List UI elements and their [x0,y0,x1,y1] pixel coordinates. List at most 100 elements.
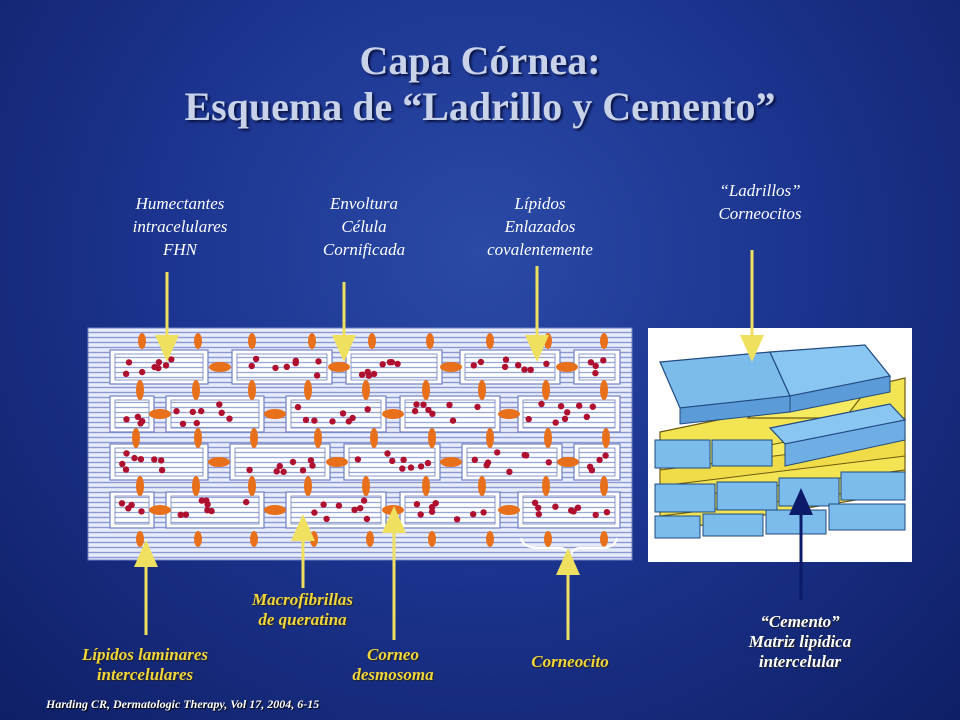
keratin-dot [389,457,396,465]
corneodesmosome [192,476,200,496]
keratin-dot [446,401,453,409]
label-humectantes: Humectantes intracelulares FHN [100,192,260,261]
label-lipidos-laminares: Lípidos laminares intercelulares [60,645,230,685]
keratin-dot [360,497,368,504]
keratin-dot [252,355,260,363]
keratin-dot [592,362,599,370]
label-lipidos-laminares-line2: intercelulares [96,665,194,684]
label-envoltura-line2: Célula [341,217,387,236]
keratin-dot [345,418,352,425]
label-macrofibrillas-line1: Macrofibrillas [251,590,354,609]
label-envoltura: Envoltura Célula Cornificada [294,192,434,261]
keratin-dot [568,507,575,514]
keratin-dot [158,466,166,474]
corneodesmosome [136,476,144,496]
corneodesmosome [250,428,258,448]
corneodesmosome [310,531,318,547]
keratin-dot [400,456,407,463]
corneodesmosome [422,476,430,496]
keratin-dot [313,372,321,379]
keratin-dot [589,403,596,410]
keratin-dot [123,416,130,423]
corneodesmosome [478,476,486,496]
keratin-dot [309,462,316,469]
keratin-dot [292,359,299,367]
corneodesmosome [328,362,350,372]
corneodesmosome [136,380,144,400]
keratin-dot [370,370,378,378]
label-lipidos-enlazados-line1: Lípidos [514,194,566,213]
corneodesmosome [382,409,404,419]
keratin-dot [276,462,283,470]
keratin-dot [552,503,559,510]
keratin-dot [417,511,424,518]
keratin-dot [307,457,315,464]
corneodesmosome [264,409,286,419]
corneodesmosome [264,505,286,515]
corneodesmosome [422,380,430,400]
keratin-dot [128,501,135,509]
keratin-dot [531,499,539,506]
keratin-dot [515,362,522,369]
keratin-dot [179,420,187,427]
keratin-dot [354,456,362,463]
corneodesmosome [368,333,376,349]
keratin-dot [198,407,205,415]
keratin-dot [545,459,552,466]
corneodesmosome [498,409,520,419]
corneodesmosome [362,476,370,496]
keratin-dot [155,359,163,366]
corneodesmosome [428,531,436,547]
keratin-dot [413,401,420,408]
keratin-dot [193,419,200,427]
keratin-fibrils [350,353,438,381]
corneodesmosome [440,457,462,467]
keratin-dot [335,502,343,509]
corneodesmosome [209,362,231,372]
corneodesmosome [382,505,404,515]
label-ladrillos-line1: “Ladrillos” [719,181,801,200]
corneodesmosome [544,333,552,349]
keratin-dot [538,400,545,408]
keratin-dot [289,458,297,466]
keratin-dot [399,465,406,472]
keratin-dot [226,415,233,422]
label-lipidos-laminares-line1: Lípidos laminares [81,645,209,664]
corneodesmosome [478,380,486,400]
keratin-dot [602,452,609,459]
keratin-fibrils [466,447,558,477]
keratin-dot [246,466,253,474]
keratin-dot [523,452,530,459]
keratin-dot [428,508,436,515]
label-lipidos-enlazados: Lípidos Enlazados covalentemente [460,192,620,261]
keratin-dot [272,364,279,372]
keratin-dot [118,500,126,507]
keratin-dot [302,416,310,424]
keratin-dot [592,511,599,519]
keratin-dot [603,509,611,516]
keratin-dot [134,413,142,420]
label-cemento-line1: “Cemento” [760,612,840,631]
keratin-dot [587,359,595,366]
keratin-dot [151,363,158,371]
corneodesmosome [600,333,608,349]
label-humectantes-line1: Humectantes [135,194,225,213]
keratin-dot [320,501,327,508]
keratin-dot [125,359,133,366]
keratin-dot [388,359,395,366]
corneodesmosome [250,531,258,547]
label-lipidos-enlazados-line2: Enlazados [504,217,576,236]
keratin-fibrils [464,353,556,381]
corneodesmosome [149,505,171,515]
label-humectantes-line2: intracelulares [132,217,228,236]
label-envoltura-line1: Envoltura [330,194,398,213]
corneodesmosome [370,428,378,448]
keratin-dot [189,408,196,416]
keratin-dot [351,506,358,513]
corneodesmosome [304,476,312,496]
keratin-dot [411,407,419,415]
corneodesmosome [556,362,578,372]
keratin-dot [477,358,485,366]
keratin-dot [357,505,364,512]
keratin-dot [420,401,427,408]
